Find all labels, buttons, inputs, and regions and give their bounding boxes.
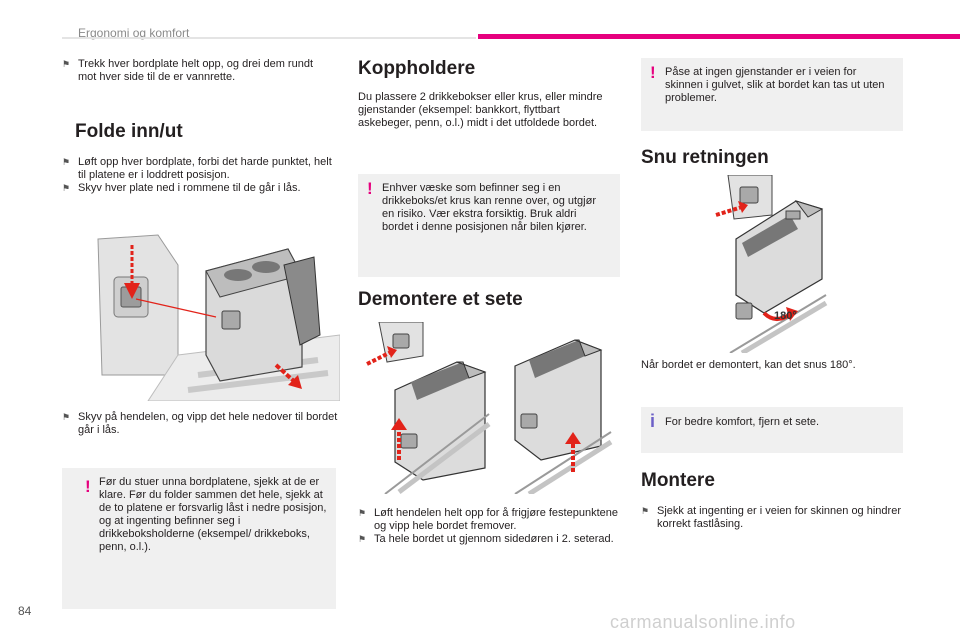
warning-exclamation-icon: !	[650, 63, 656, 82]
cupholder-heading: Koppholdere	[358, 58, 476, 79]
bullet-flag-icon: ⚑	[62, 59, 71, 69]
fold-heading: Folde inn/ut	[75, 121, 183, 142]
list-item: ⚑ Løft opp hver bordplate, forbi det har…	[62, 156, 332, 181]
bullet-flag-icon: ⚑	[62, 157, 71, 167]
remove-seat-bullets: ⚑ Løft hendelen helt opp for å frigjøre …	[358, 507, 620, 546]
cupholder-text: Du plassere 2 drikkebokser eller krus, e…	[358, 91, 603, 129]
rail-warning-callout: ! Påse at ingen gjenstander er i veien f…	[641, 58, 903, 131]
list-item: ⚑ Ta hele bordet ut gjennom sidedøren i …	[358, 533, 614, 545]
page-number: 84	[18, 604, 32, 618]
rotation-label: 180°	[774, 310, 797, 322]
bullet-flag-icon: ⚑	[358, 508, 367, 518]
lever-bullet: ⚑ Skyv på hendelen, og vipp det hele ned…	[62, 411, 338, 436]
bullet-flag-icon: ⚑	[62, 412, 71, 422]
warning-exclamation-icon: !	[367, 179, 373, 198]
turn-text: Når bordet er demontert, kan det snus 18…	[641, 359, 856, 371]
cupholder-warning-callout: ! Enhver væske som befinner seg i en dri…	[358, 174, 620, 277]
turn-180-illustration: 180°	[712, 175, 830, 353]
table-fold-illustration	[88, 225, 340, 401]
turn-direction-heading: Snu retningen	[641, 147, 769, 168]
info-i-icon: i	[650, 411, 656, 431]
list-item: ⚑ Skyv hver plate ned i rommene til de g…	[62, 182, 301, 194]
bullet-flag-icon: ⚑	[358, 534, 367, 544]
section-title: Ergonomi og komfort	[78, 26, 190, 40]
fold-bullet-list: ⚑ Løft opp hver bordplate, forbi det har…	[62, 156, 340, 195]
mount-bullet: ⚑ Sjekk at ingenting er i veien for skin…	[641, 505, 901, 530]
bullet-flag-icon: ⚑	[62, 183, 71, 193]
remove-seat-illustration	[365, 322, 615, 494]
watermark: carmanualsonline.info	[610, 612, 796, 632]
tip-callout: i For bedre komfort, fjern et sete.	[641, 407, 903, 453]
warning-callout: ! Før du stuer unna bordplatene, sjekk a…	[62, 468, 336, 609]
list-item: ⚑ Løft hendelen helt opp for å frigjøre …	[358, 507, 618, 532]
intro-bullet: ⚑ Trekk hver bordplate helt opp, og drei…	[62, 58, 314, 83]
warning-exclamation-icon: !	[85, 477, 91, 496]
header-accent-bar	[478, 34, 960, 39]
remove-seat-heading: Demontere et sete	[358, 289, 523, 310]
bullet-flag-icon: ⚑	[641, 506, 650, 516]
header-divider	[62, 37, 476, 39]
mount-heading: Montere	[641, 470, 715, 491]
